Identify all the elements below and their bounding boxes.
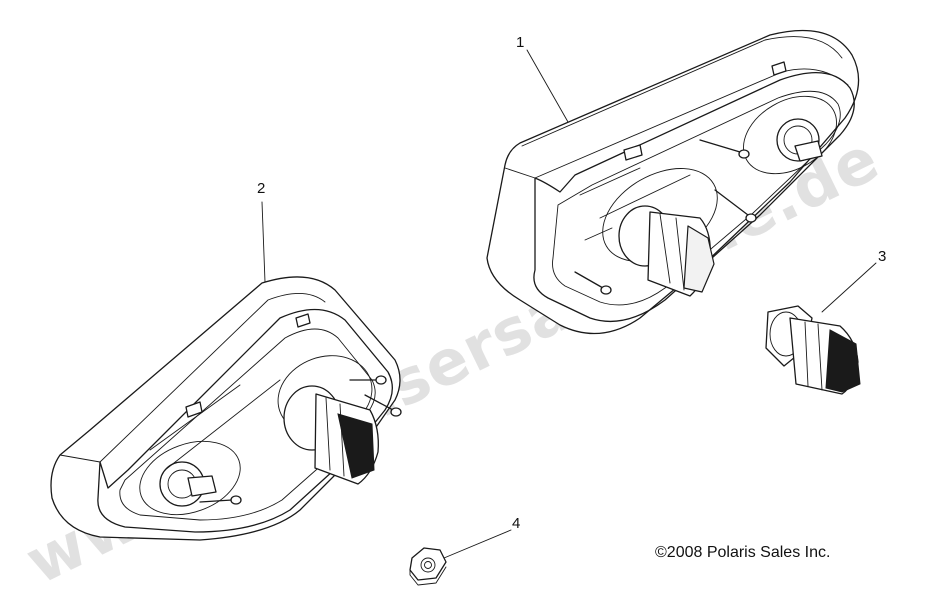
leader-2 — [261, 201, 266, 283]
leader-lines — [261, 49, 877, 559]
callout-3: 3 — [878, 248, 886, 265]
part-2-tail-light-housing-left[interactable] — [50, 276, 402, 541]
part-1-tail-light-housing-right[interactable] — [486, 29, 860, 335]
part-4-hex-nut[interactable] — [409, 547, 447, 586]
callout-1: 1 — [516, 34, 524, 51]
leader-1 — [526, 49, 569, 123]
leader-4 — [443, 529, 512, 559]
callout-2: 2 — [257, 180, 265, 197]
leader-3 — [821, 262, 877, 313]
callout-4: 4 — [512, 515, 520, 532]
part-3-bulb[interactable] — [765, 305, 861, 395]
copyright-text: ©2008 Polaris Sales Inc. — [655, 544, 830, 561]
